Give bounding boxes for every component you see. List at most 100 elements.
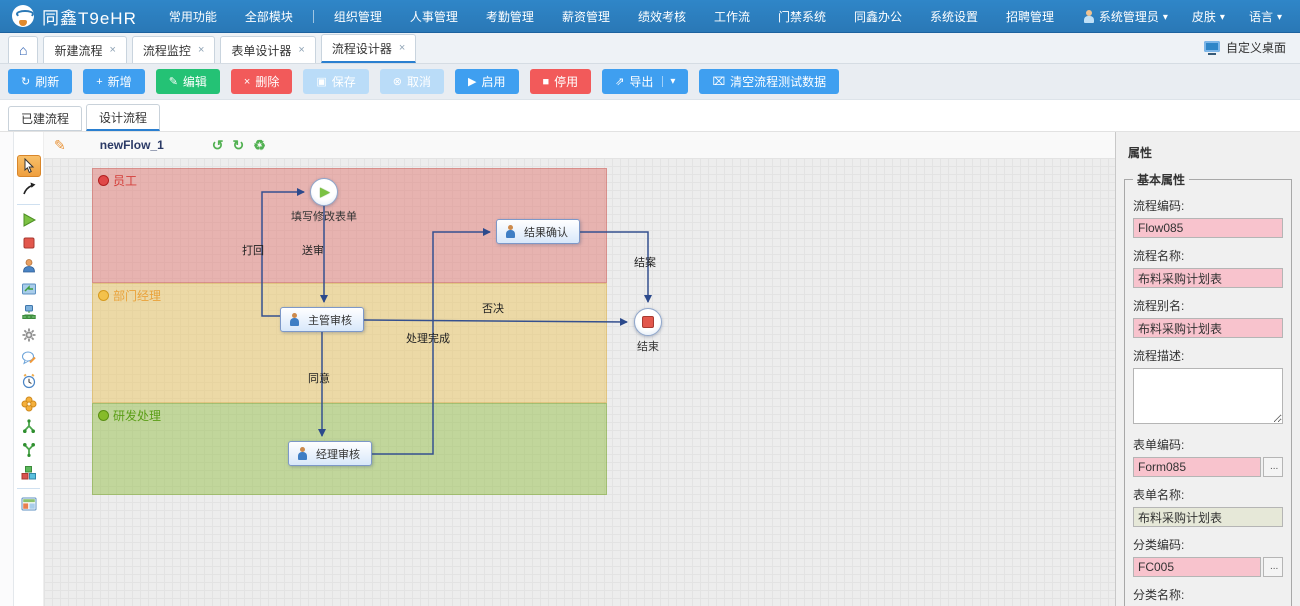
user-icon [297,447,308,460]
skin-menu[interactable]: 皮肤 [1192,8,1225,25]
dropdown-caret-icon[interactable] [662,76,675,87]
nav-separator [312,9,314,23]
add-icon: + [96,75,103,88]
blocks-tool[interactable] [17,462,41,484]
取消-button: ⊗ 取消 [379,69,445,94]
tab-新建流程[interactable]: 新建流程× [43,36,127,63]
open-tabs: 新建流程×流程监控×表单设计器×流程设计器× [0,33,417,63]
启用-button[interactable]: ▶启用 [455,69,519,94]
nav-item-11[interactable]: 系统设置 [930,9,979,24]
编辑-button[interactable]: ✎ 编辑 [155,69,220,94]
settings-tool[interactable] [17,324,41,346]
新增-button[interactable]: +新增 [83,69,145,94]
subtab-已建流程[interactable]: 已建流程 [8,106,83,131]
close-icon[interactable]: × [298,44,305,56]
刷新-button[interactable]: ↻刷新 [8,69,73,94]
flow-node-结束[interactable] [634,308,662,336]
start-node-tool[interactable] [17,209,41,231]
swimlane-header: 部门经理 [93,284,606,304]
plugin-tool[interactable] [17,393,41,415]
清空流程测试数据-button[interactable]: ⌧清空流程测试数据 [699,69,840,94]
nav-item-10[interactable]: 同鑫办公 [854,9,903,24]
button-label: 编辑 [182,75,207,89]
lane-status-icon [98,175,109,186]
end-node-tool[interactable] [17,232,41,254]
stop-icon [642,316,654,328]
nav-item-4[interactable]: 人事管理 [409,9,458,24]
reload-icon[interactable]: ♻ [253,137,266,153]
flow-name-input[interactable] [1133,268,1283,288]
language-menu[interactable]: 语言 [1249,8,1282,25]
nav-item-6[interactable]: 薪资管理 [561,9,610,24]
swimlane-部门经理[interactable]: 部门经理 [92,283,607,403]
subflow-tool[interactable] [17,278,41,300]
node-label-结束: 结束 [637,341,659,353]
enable-icon: ▶ [468,76,477,88]
swimlane-label: 研发处理 [113,409,162,423]
flow-node-结果确认[interactable]: 结果确认 [496,219,580,244]
edge-label-done: 处理完成 [406,333,450,345]
button-label: 取消 [407,75,432,89]
nav-item-8[interactable]: 工作流 [713,9,750,24]
tab-流程监控[interactable]: 流程监控× [131,36,216,63]
category-code-input[interactable] [1133,557,1261,577]
button-label: 停用 [554,75,579,89]
nav-item-3[interactable]: 组织管理 [333,9,382,24]
chevron-down-icon [1220,9,1225,23]
flow-node-填写修改表单[interactable]: ▶ [310,178,338,206]
edit-flow-name-icon[interactable] [54,137,66,154]
form-code-browse-button[interactable]: ... [1263,457,1283,477]
left-rail [0,132,14,606]
user-menu[interactable]: 系统管理员 [1083,8,1168,25]
user-name: 系统管理员 [1098,9,1159,24]
user-task-tool[interactable] [17,255,41,277]
flow-description-input[interactable] [1133,368,1283,424]
timer-tool[interactable] [17,370,41,392]
fork-tool[interactable] [17,416,41,438]
undo-icon[interactable]: ↺ [211,137,224,153]
category-code-browse-button[interactable]: ... [1263,557,1283,577]
flow-code-input[interactable] [1133,218,1283,238]
flow-alias-input[interactable] [1133,318,1283,338]
brand-title: 同鑫T9eHR [42,8,137,28]
edge-label-submit: 送审 [302,245,324,257]
redo-icon[interactable]: ↻ [232,137,245,153]
导出-button[interactable]: ⇗导出 [602,69,689,94]
close-icon[interactable]: × [197,44,205,56]
form-code-row: ... [1133,457,1283,477]
删除-button[interactable]: ×删除 [230,69,293,94]
comment-tool[interactable] [17,347,41,369]
nav-item-12[interactable]: 招聘管理 [1006,9,1055,24]
edit-icon: ✎ [168,76,178,88]
nav-item-1[interactable]: 常用功能 [168,9,217,24]
nav-item-5[interactable]: 考勤管理 [485,9,534,24]
layout-panel-tool[interactable] [17,493,41,515]
close-icon[interactable]: × [398,42,406,54]
tab-表单设计器[interactable]: 表单设计器× [220,36,316,63]
nav-item-2[interactable]: 全部模块 [244,9,293,24]
customize-desktop-button[interactable]: 自定义桌面 [1203,39,1300,56]
tab-home[interactable] [8,36,39,63]
join-tool[interactable] [17,439,41,461]
nav-item-7[interactable]: 绩效考核 [637,9,686,24]
cancel-icon: ⊗ [392,76,403,88]
node-label-text: 结果确认 [524,226,568,239]
pointer-tool[interactable] [16,155,41,177]
flow-node-主管审核[interactable]: 主管审核 [280,307,364,332]
node-label-text: 主管审核 [308,314,352,327]
flow-description-label: 流程描述: [1133,349,1185,363]
tab-流程设计器[interactable]: 流程设计器× [320,34,417,63]
canvas-grid[interactable]: 员工部门经理研发处理送审打回同意处理完成否决结案▶填写修改表单结果确认主管审核经… [44,158,1115,606]
server-node-tool[interactable] [17,301,41,323]
close-icon[interactable]: × [109,44,116,56]
flow-node-经理审核[interactable]: 经理审核 [288,441,372,466]
history-controls: ↺ ↻ ♻ [212,138,266,152]
edge-label-return: 打回 [242,245,264,257]
nav-item-9[interactable]: 门禁系统 [777,9,826,24]
form-name-label: 表单名称: [1133,488,1185,502]
form-name-input[interactable] [1133,507,1283,527]
停用-button[interactable]: ■停用 [529,69,592,94]
connector-tool[interactable] [17,178,41,200]
subtab-设计流程[interactable]: 设计流程 [86,104,161,131]
form-code-input[interactable] [1133,457,1261,477]
